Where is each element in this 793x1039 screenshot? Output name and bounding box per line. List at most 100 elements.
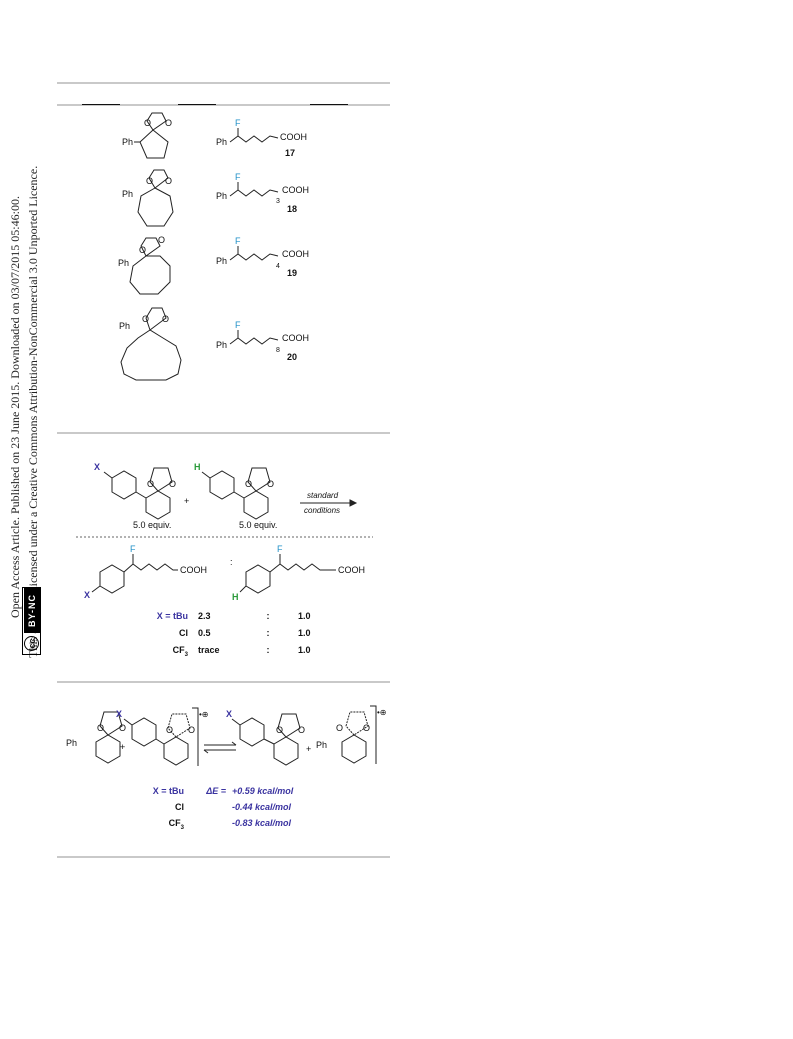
svg-text:Ph: Ph <box>316 740 327 750</box>
svg-text:COOH: COOH <box>282 185 309 195</box>
svg-text:Ph: Ph <box>216 137 227 147</box>
svg-text:COOH: COOH <box>280 132 307 142</box>
header-underline-1 <box>82 104 120 105</box>
header-underline-2 <box>178 104 216 105</box>
svg-text:F: F <box>277 544 283 554</box>
svg-text:COOH: COOH <box>282 333 309 343</box>
competition-substrate-x: X O O 5.0 equiv. <box>94 462 176 530</box>
svg-text:O: O <box>146 176 153 186</box>
svg-text:8: 8 <box>276 347 280 354</box>
svg-text:+: + <box>184 496 189 506</box>
svg-text:conditions: conditions <box>304 506 340 515</box>
svg-text:5.0 equiv.: 5.0 equiv. <box>239 520 277 530</box>
svg-text:O: O <box>267 479 274 489</box>
svg-text:O: O <box>165 176 172 186</box>
svg-text:COOH: COOH <box>282 249 309 259</box>
svg-text:F: F <box>130 544 136 554</box>
svg-text:O: O <box>298 725 305 735</box>
competition-results: X = tBu 2.3 : 1.0 Cl 0.5 : 1.0 CF3 trace… <box>118 608 311 664</box>
table-header-rule <box>57 104 390 106</box>
svg-text:O: O <box>158 235 165 245</box>
competition-substrate-h: H O O 5.0 equiv. <box>194 462 277 530</box>
competition-product-x: X F COOH <box>84 544 207 600</box>
svg-text:+: + <box>120 742 125 752</box>
svg-text:Ph: Ph <box>216 256 227 266</box>
svg-text::: : <box>230 557 233 567</box>
svg-text:O: O <box>162 314 169 324</box>
eq-x-substrate: X O O <box>226 709 305 766</box>
svg-text:F: F <box>235 320 241 330</box>
svg-text:Ph: Ph <box>119 321 130 331</box>
svg-text:Ph: Ph <box>216 340 227 350</box>
svg-text:5.0 equiv.: 5.0 equiv. <box>133 520 171 530</box>
energy-row-cf3: CF3 -0.83 kcal/mol <box>168 818 292 831</box>
svg-text:O: O <box>336 723 343 733</box>
svg-text:H: H <box>194 462 201 472</box>
o-label: O <box>144 118 151 128</box>
svg-text:O: O <box>142 314 149 324</box>
svg-text:4: 4 <box>276 263 280 270</box>
svg-text:F: F <box>235 236 241 246</box>
svg-text:O: O <box>188 725 195 735</box>
ph-label: Ph <box>122 137 133 147</box>
result-row-cf3: CF3 trace : 1.0 <box>172 645 311 658</box>
svg-text:Ph: Ph <box>122 189 133 199</box>
svg-text:X: X <box>94 462 100 472</box>
energy-row-cl: Cl -0.44 kcal/mol <box>175 802 292 812</box>
result-row-tbu: X = tBu 2.3 : 1.0 <box>156 611 311 621</box>
svg-text:X: X <box>84 590 90 600</box>
section-rule-2 <box>57 681 390 683</box>
svg-text:COOH: COOH <box>338 565 365 575</box>
svg-text:Ph: Ph <box>118 258 129 268</box>
substrate-20: O O Ph <box>119 307 182 381</box>
product-17: Ph F COOH 17 <box>216 118 307 158</box>
eq-x-radical-cation: X O O •⊕ <box>116 707 209 766</box>
result-row-cl: Cl 0.5 : 1.0 <box>179 628 311 638</box>
substrate-18: O O Ph <box>122 169 174 227</box>
product-18: Ph F COOH 3 18 <box>216 172 309 214</box>
svg-text:•⊕: •⊕ <box>377 708 387 717</box>
reaction-arrow: standard conditions <box>300 491 358 515</box>
product-20: Ph F COOH 8 20 <box>216 320 309 362</box>
substrate-19: O O Ph <box>118 235 171 295</box>
header-underline-3 <box>310 104 348 105</box>
eq-ph-radical-cation: O O Ph •⊕ <box>316 705 387 764</box>
substrate-17: O O Ph <box>122 112 172 159</box>
svg-text:O: O <box>119 723 126 733</box>
svg-text:O: O <box>139 245 146 255</box>
svg-text:+: + <box>306 744 311 754</box>
svg-text:standard: standard <box>307 491 339 500</box>
svg-text:X: X <box>116 709 122 719</box>
svg-text:Ph: Ph <box>216 191 227 201</box>
eq-ph-substrate: O O Ph <box>66 711 126 764</box>
svg-text:Ph: Ph <box>66 738 77 748</box>
svg-text:O: O <box>245 479 252 489</box>
compound-number: 17 <box>285 148 295 158</box>
svg-text:O: O <box>166 725 173 735</box>
svg-text:19: 19 <box>287 268 297 278</box>
table-top-rule <box>57 82 390 84</box>
svg-text:O: O <box>165 118 172 128</box>
energy-row-tbu: X = tBu ΔE = +0.59 kcal/mol <box>152 786 294 796</box>
svg-text:20: 20 <box>287 352 297 362</box>
svg-text:F: F <box>235 172 241 182</box>
fluorine-label: F <box>235 118 241 128</box>
svg-text:3: 3 <box>276 198 280 205</box>
svg-text:O: O <box>147 479 154 489</box>
svg-text:O: O <box>363 723 370 733</box>
product-19: Ph F COOH 4 19 <box>216 236 309 278</box>
svg-text:H: H <box>232 592 239 602</box>
section-rule-3 <box>57 856 390 858</box>
competition-product-h: H F COOH <box>232 544 365 602</box>
svg-text:18: 18 <box>287 204 297 214</box>
svg-text:X: X <box>226 709 232 719</box>
svg-text:O: O <box>97 723 104 733</box>
equilibrium-arrows <box>203 741 237 754</box>
section-rule-1 <box>57 432 390 434</box>
svg-text:COOH: COOH <box>180 565 207 575</box>
svg-text:O: O <box>276 725 283 735</box>
svg-text:O: O <box>169 479 176 489</box>
svg-text:•⊕: •⊕ <box>199 710 209 719</box>
